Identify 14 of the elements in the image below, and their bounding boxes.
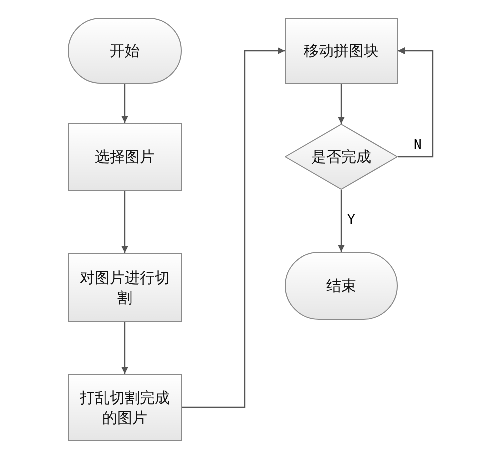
arrow bbox=[398, 48, 434, 158]
arrow bbox=[338, 84, 345, 124]
terminal-box: 结束 bbox=[285, 252, 398, 320]
process-box: 打乱切割完成的图片 bbox=[68, 374, 182, 441]
decision-label: 是否完成 bbox=[312, 147, 372, 167]
arrow bbox=[122, 191, 128, 253]
arrow bbox=[182, 48, 285, 408]
arrow bbox=[122, 322, 128, 374]
arrow bbox=[122, 84, 128, 123]
process-box: 移动拼图块 bbox=[285, 18, 398, 84]
process-box: 选择图片 bbox=[68, 123, 182, 191]
terminal-box: 开始 bbox=[68, 18, 182, 84]
process-box: 对图片进行切割 bbox=[68, 253, 182, 322]
arrow bbox=[338, 190, 345, 252]
